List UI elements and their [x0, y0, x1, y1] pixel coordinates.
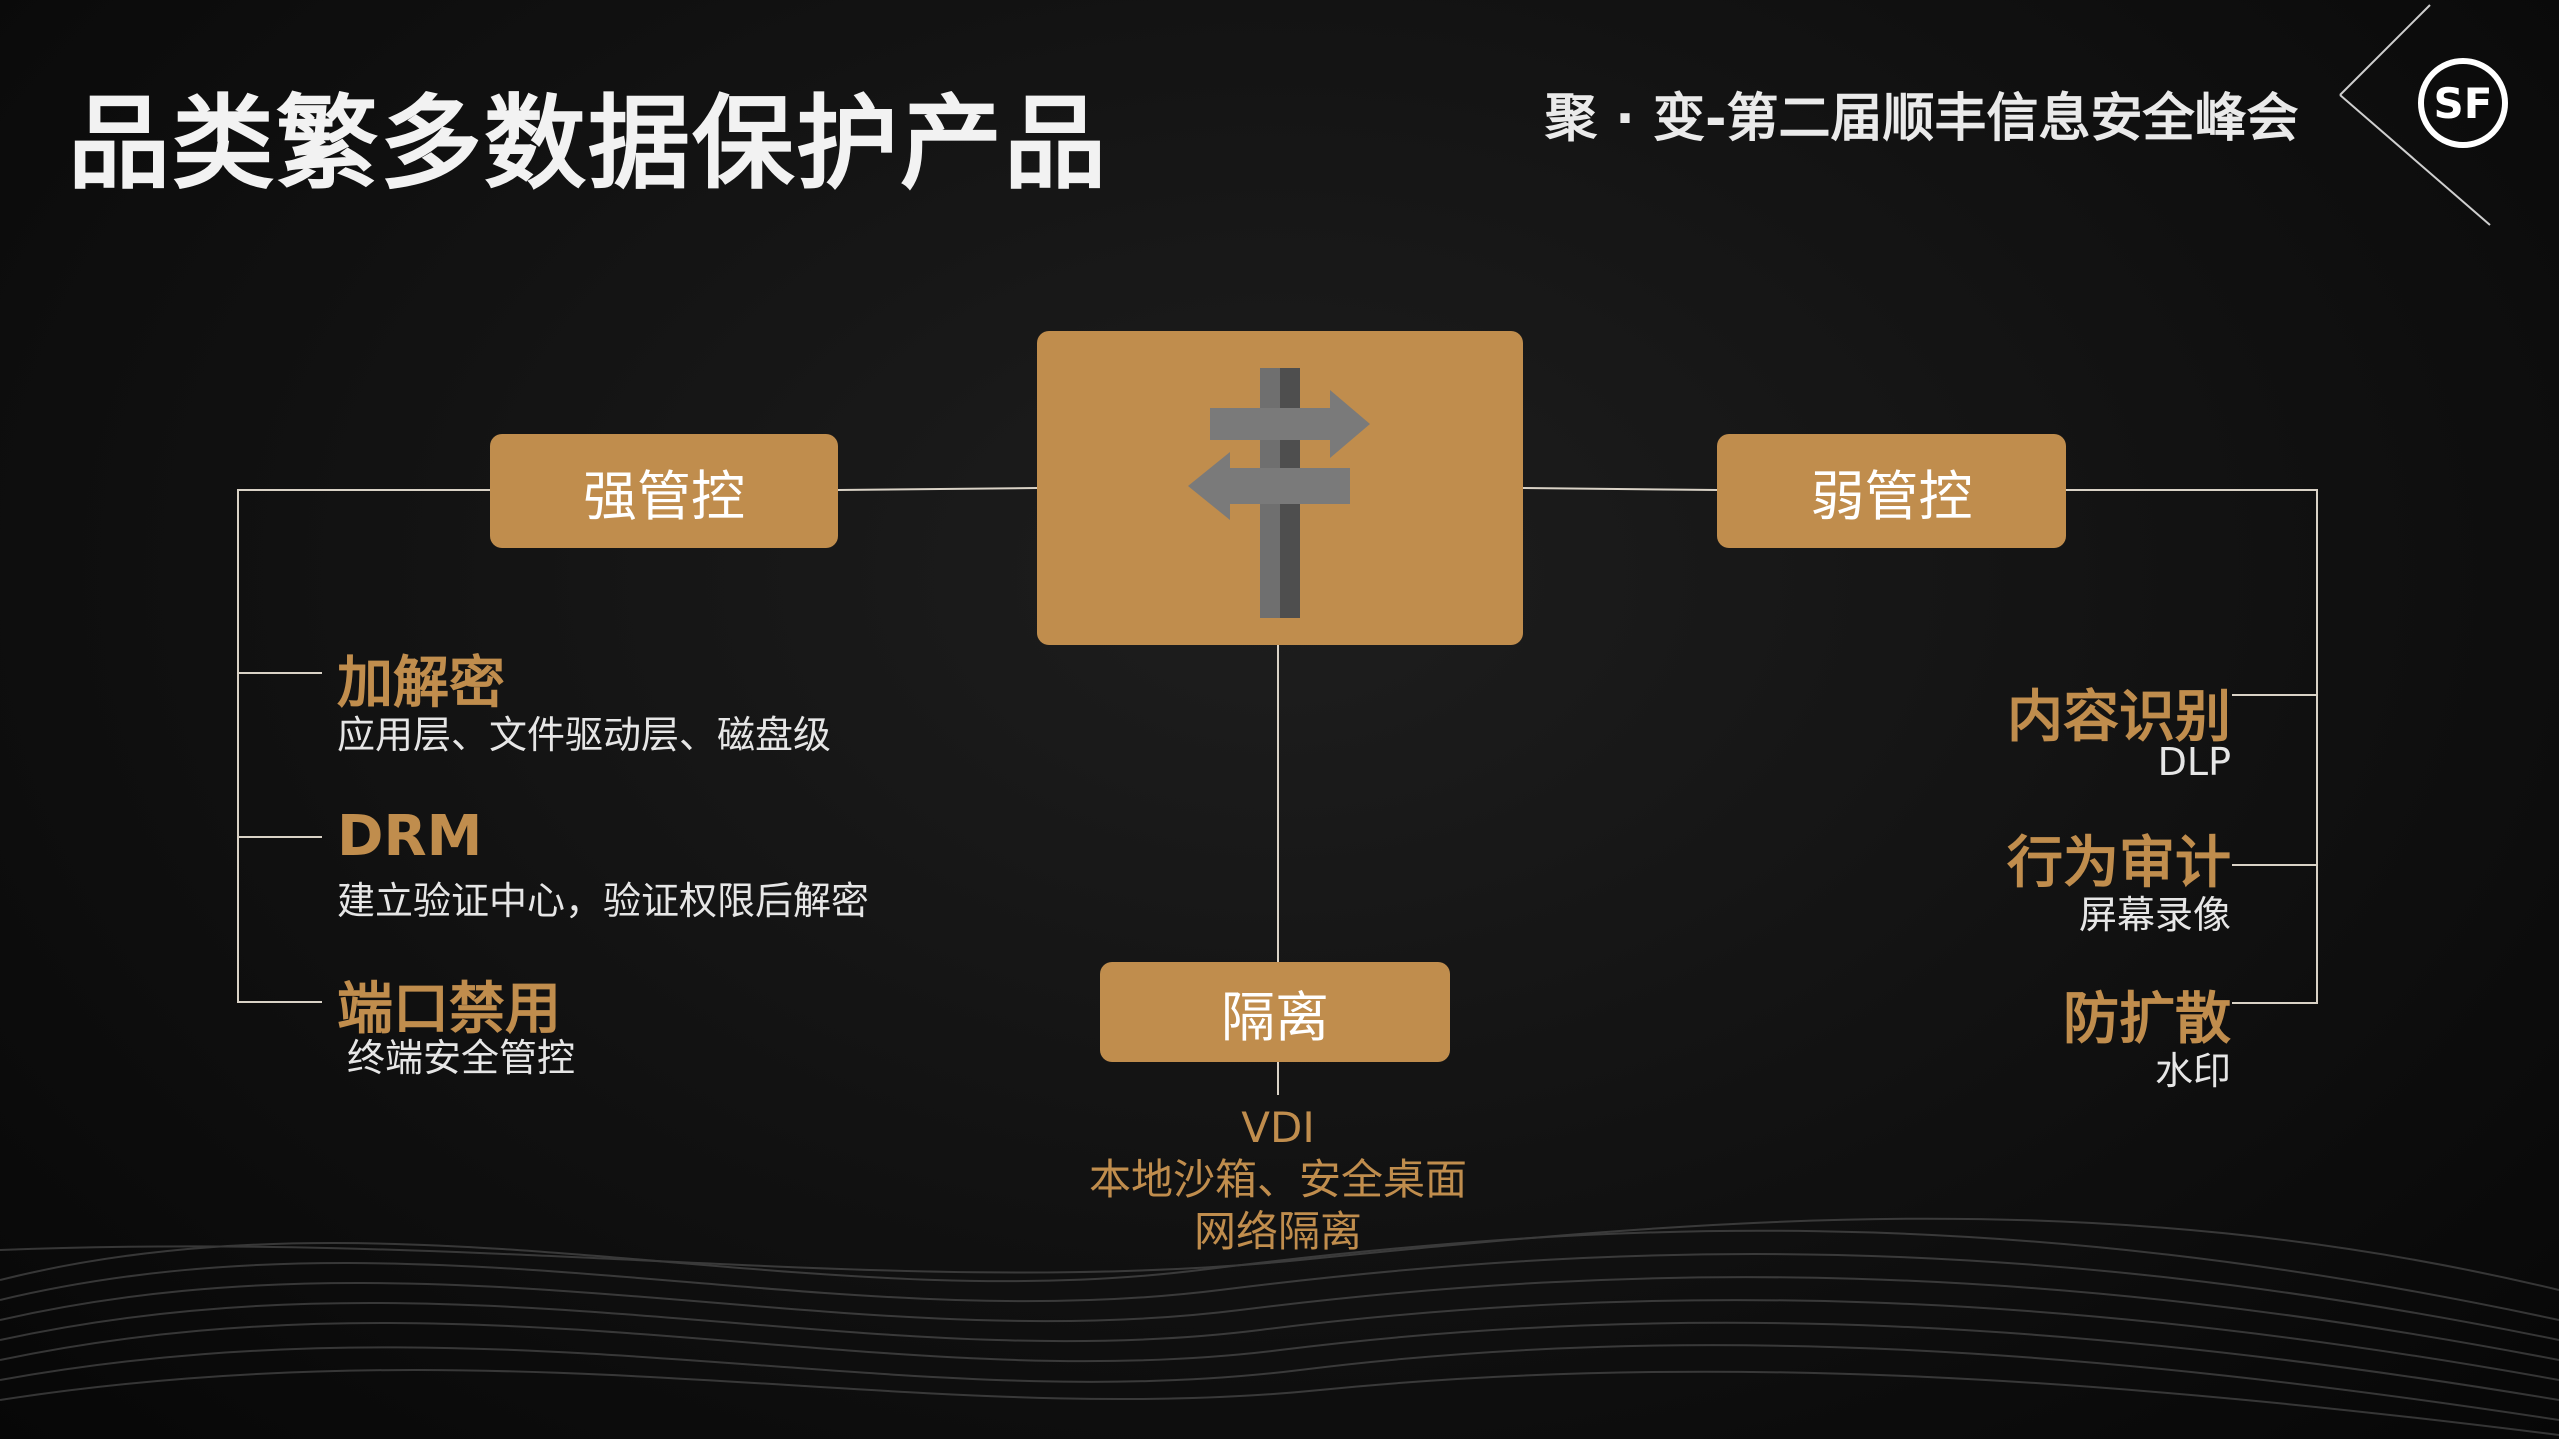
- strong-control-box: 强管控: [490, 434, 838, 548]
- signpost-icon: [1188, 368, 1370, 618]
- strong-item-desc: 建立验证中心，验证权限后解密: [337, 879, 870, 923]
- isolation-lines: VDI 本地沙箱、安全桌面 网络隔离: [1028, 1102, 1528, 1258]
- strong-item-desc: 终端安全管控: [347, 1036, 576, 1080]
- weak-item-title: 内容识别: [2007, 685, 2231, 750]
- strong-control-label: 强管控: [583, 464, 745, 528]
- weak-item-desc: DLP: [2157, 740, 2231, 784]
- page-title: 品类繁多数据保护产品: [68, 85, 1108, 204]
- isolation-line: 本地沙箱、安全桌面: [1088, 1155, 1467, 1204]
- sf-logo: SF: [2418, 58, 2508, 148]
- isolation-line: 网络隔离: [1193, 1207, 1362, 1256]
- weak-item-title: 防扩散: [2063, 987, 2231, 1052]
- isolation-line: VDI: [1241, 1103, 1315, 1152]
- wave-decoration: [0, 1217, 2559, 1436]
- event-title: 聚 · 变-第二届顺丰信息安全峰会: [1545, 89, 2299, 149]
- isolation-label: 隔离: [1221, 985, 1329, 1049]
- weak-item-desc: 水印: [2154, 1049, 2231, 1093]
- header-chevron: [2339, 4, 2491, 226]
- strong-item-title: DRM: [337, 804, 483, 869]
- center-signpost-box: [1037, 331, 1523, 645]
- weak-control-label: 弱管控: [1810, 464, 1973, 528]
- weak-control-box: 弱管控: [1717, 434, 2066, 548]
- weak-item-title: 行为审计: [2007, 831, 2231, 896]
- strong-item-desc: 应用层、文件驱动层、磁盘级: [337, 713, 832, 757]
- strong-item-title: 加解密: [337, 651, 505, 716]
- isolation-box: 隔离: [1100, 962, 1450, 1062]
- strong-item-title: 端口禁用: [337, 977, 561, 1042]
- weak-item-desc: 屏幕录像: [2078, 893, 2231, 937]
- logo-text: SF: [2433, 78, 2493, 128]
